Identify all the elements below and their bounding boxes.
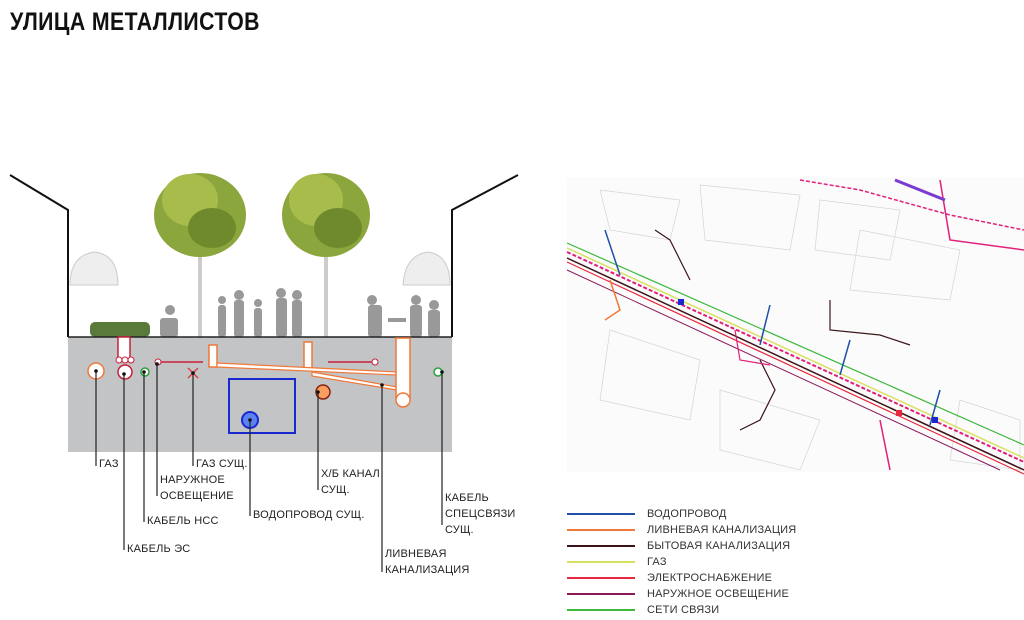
legend-item: ВОДОПРОВОД xyxy=(567,506,796,522)
left-awning xyxy=(69,251,119,286)
tree-right xyxy=(282,173,370,337)
cable-es xyxy=(117,364,133,380)
label-special-cable: КАБЕЛЬ СПЕЦСВЯЗИ СУЩ. xyxy=(445,492,516,536)
legend-item: ЛИВНЕВАЯ КАНАЛИЗАЦИЯ xyxy=(567,522,796,538)
label-gas-existing: ГАЗ СУЩ. xyxy=(196,458,248,470)
right-awning xyxy=(402,251,451,286)
label-cable-nss: КАБЕЛЬ НСС xyxy=(147,515,219,527)
leader-lines xyxy=(95,364,443,572)
storm-inlet-left xyxy=(208,344,218,368)
legend-item: ЭЛЕКТРОСНАБЖЕНИЕ xyxy=(567,570,796,586)
people-silhouettes xyxy=(160,288,440,337)
label-channel-existing: Х/Б КАНАЛ СУЩ. xyxy=(321,468,380,496)
legend-item: ГАЗ xyxy=(567,554,796,570)
storm-collector xyxy=(395,337,411,399)
water-channel xyxy=(228,378,296,434)
left-building-outline xyxy=(9,174,69,337)
label-cable-es: КАБЕЛЬ ЭС xyxy=(127,543,191,555)
label-gas: ГАЗ xyxy=(99,458,119,470)
channel-existing xyxy=(315,384,331,400)
tree-left xyxy=(154,173,246,337)
utility-plan-map xyxy=(566,177,1024,475)
cable-es-trench xyxy=(117,336,131,360)
label-water-existing: ВОДОПРОВОД СУЩ. xyxy=(253,509,365,521)
legend-item: БЫТОВАЯ КАНАЛИЗАЦИЯ xyxy=(567,538,796,554)
label-outdoor-lighting: НАРУЖНОЕ ОСВЕЩЕНИЕ xyxy=(160,474,234,502)
page-title: УЛИЦА МЕТАЛЛИСТОВ xyxy=(10,8,260,36)
hedge xyxy=(90,322,150,337)
right-building-outline xyxy=(451,174,519,337)
legend: ВОДОПРОВОД ЛИВНЕВАЯ КАНАЛИЗАЦИЯ БЫТОВАЯ … xyxy=(567,506,796,618)
legend-item: НАРУЖНОЕ ОСВЕЩЕНИЕ xyxy=(567,586,796,602)
storm-inlet-right xyxy=(303,341,313,370)
legend-item: СЕТИ СВЯЗИ xyxy=(567,602,796,618)
label-storm-sewer: ЛИВНЕВАЯ КАНАЛИЗАЦИЯ xyxy=(385,548,470,576)
